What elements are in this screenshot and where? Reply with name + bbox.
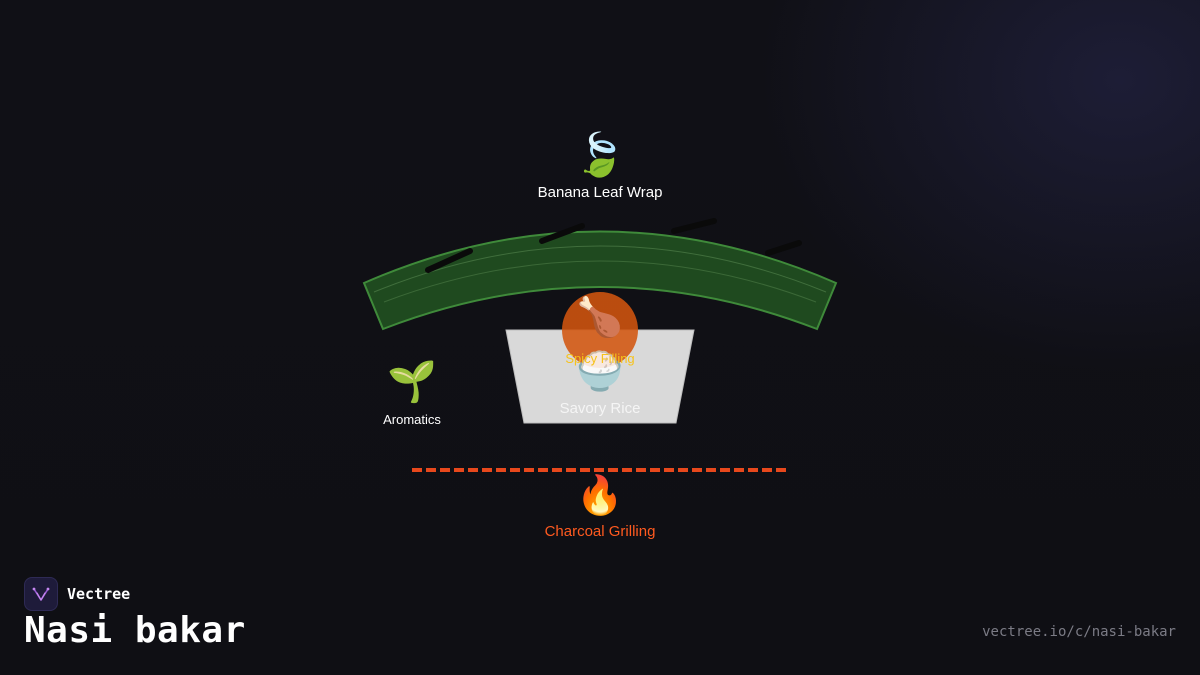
leaf-icon: 🍃 bbox=[573, 130, 627, 179]
banana-leaf-label: Banana Leaf Wrap bbox=[537, 184, 663, 201]
banana-leaf-shape bbox=[362, 230, 838, 331]
brand-name: Vectree bbox=[67, 585, 131, 603]
char-mark-1 bbox=[425, 248, 473, 273]
drumstick-icon: 🍗 bbox=[576, 295, 624, 339]
leaf-vein-2 bbox=[383, 260, 817, 303]
rice-bowl-icon: 🍚 bbox=[576, 349, 624, 393]
aromatics-label: Aromatics bbox=[383, 412, 441, 427]
char-mark-4 bbox=[765, 240, 802, 256]
source-url[interactable]: vectree.io/c/nasi-bakar bbox=[982, 624, 1176, 640]
vectree-logo-icon bbox=[24, 577, 58, 611]
fire-icon: 🔥 bbox=[576, 473, 624, 517]
filling-label: Spicy Filling bbox=[565, 351, 635, 366]
grilling-label: Charcoal Grilling bbox=[544, 523, 656, 540]
page-title: Nasi bakar bbox=[24, 610, 246, 651]
brand: Vectree bbox=[24, 577, 130, 611]
seedling-icon: 🌱 bbox=[387, 359, 437, 405]
char-mark-3 bbox=[671, 218, 717, 234]
rice-label: Savory Rice bbox=[559, 400, 641, 417]
leaf-vein-1 bbox=[373, 245, 827, 293]
filling-circle bbox=[562, 292, 638, 368]
char-mark-2 bbox=[539, 223, 585, 244]
